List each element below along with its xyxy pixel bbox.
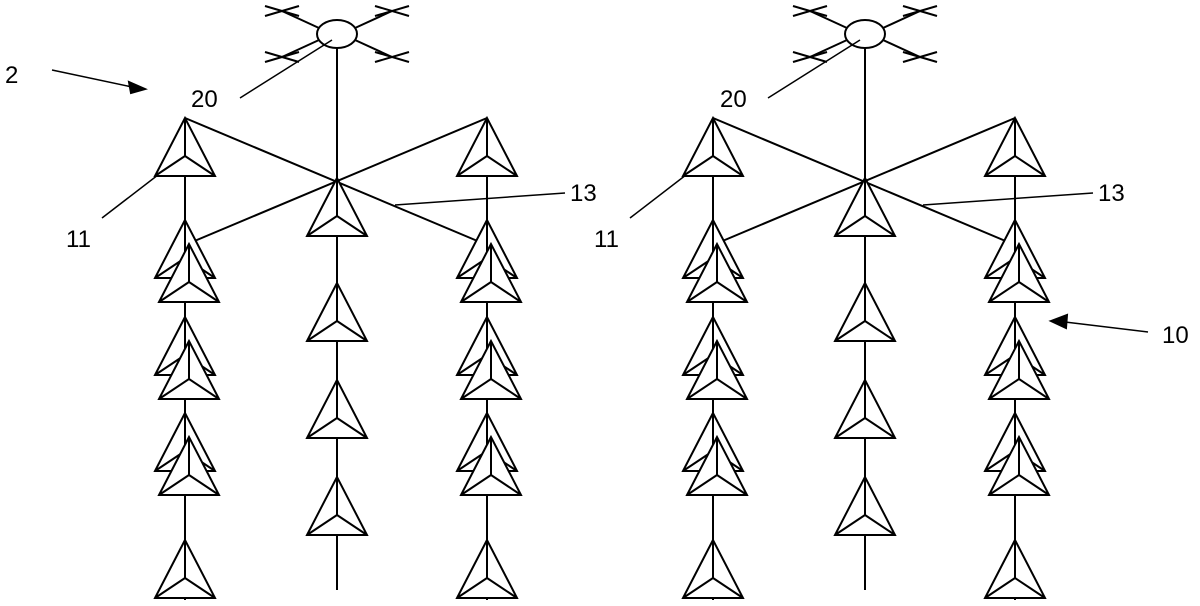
- node: [305, 377, 369, 439]
- node-triangle: [833, 175, 897, 237]
- node: [833, 377, 897, 439]
- node-triangle: [987, 434, 1051, 496]
- node: [305, 280, 369, 342]
- leader-20: [767, 39, 861, 99]
- node: [685, 434, 749, 496]
- node-triangle: [685, 434, 749, 496]
- node-triangle: [157, 434, 221, 496]
- node: [153, 115, 217, 177]
- drone-rotor: [902, 5, 938, 17]
- node-triangle: [305, 377, 369, 439]
- leader-20: [239, 39, 333, 99]
- node: [833, 175, 897, 237]
- node-triangle: [987, 338, 1051, 400]
- node-triangle: [833, 474, 897, 536]
- node-triangle: [157, 241, 221, 303]
- node: [305, 175, 369, 237]
- node: [455, 537, 519, 599]
- node-triangle: [833, 280, 897, 342]
- node: [983, 115, 1047, 177]
- node: [833, 280, 897, 342]
- node-triangle: [983, 537, 1047, 599]
- label-drone-left: 20: [191, 86, 218, 113]
- node-triangle: [157, 338, 221, 400]
- node: [157, 434, 221, 496]
- leader-13: [394, 192, 566, 206]
- node-triangle: [459, 241, 523, 303]
- node-triangle: [455, 115, 519, 177]
- drone-rotor: [902, 51, 938, 63]
- node: [455, 115, 519, 177]
- label-drone-right: 20: [720, 86, 747, 113]
- node: [987, 241, 1051, 303]
- node-triangle: [305, 175, 369, 237]
- label-link-left: 13: [570, 180, 597, 207]
- node-triangle: [685, 241, 749, 303]
- node: [987, 434, 1051, 496]
- node: [459, 338, 523, 400]
- node: [459, 241, 523, 303]
- node: [459, 434, 523, 496]
- node: [681, 537, 745, 599]
- node-triangle: [459, 434, 523, 496]
- node: [681, 115, 745, 177]
- node-triangle: [305, 280, 369, 342]
- node: [983, 537, 1047, 599]
- label-node-right: 11: [594, 226, 619, 253]
- leader-13: [922, 192, 1094, 206]
- drone-body-icon: [316, 19, 358, 49]
- drone-body-icon: [844, 19, 886, 49]
- drone-rotor: [792, 5, 828, 17]
- node: [685, 241, 749, 303]
- node-triangle: [983, 115, 1047, 177]
- node-triangle: [685, 338, 749, 400]
- node-triangle: [153, 537, 217, 599]
- node-triangle: [459, 338, 523, 400]
- label-node-left: 11: [66, 226, 91, 253]
- node-triangle: [681, 115, 745, 177]
- node: [987, 338, 1051, 400]
- node-triangle: [305, 474, 369, 536]
- drone-rotor: [374, 51, 410, 63]
- arrow-system: [51, 69, 133, 88]
- node: [157, 241, 221, 303]
- label-link-right: 13: [1098, 180, 1125, 207]
- node-triangle: [987, 241, 1051, 303]
- node: [157, 338, 221, 400]
- node: [305, 474, 369, 536]
- node: [685, 338, 749, 400]
- drone-rotor: [374, 5, 410, 17]
- node-triangle: [833, 377, 897, 439]
- drone-rotor: [792, 51, 828, 63]
- arrow-head-icon: [1048, 313, 1069, 330]
- drone-rotor: [264, 51, 300, 63]
- drone-rotor: [264, 5, 300, 17]
- label-system: 2: [5, 62, 19, 89]
- node: [833, 474, 897, 536]
- node-triangle: [455, 537, 519, 599]
- arrow-array: [1064, 321, 1149, 333]
- arrow-head-icon: [127, 80, 148, 95]
- label-array: 10: [1162, 322, 1189, 349]
- node-triangle: [681, 537, 745, 599]
- node-triangle: [153, 115, 217, 177]
- node: [153, 537, 217, 599]
